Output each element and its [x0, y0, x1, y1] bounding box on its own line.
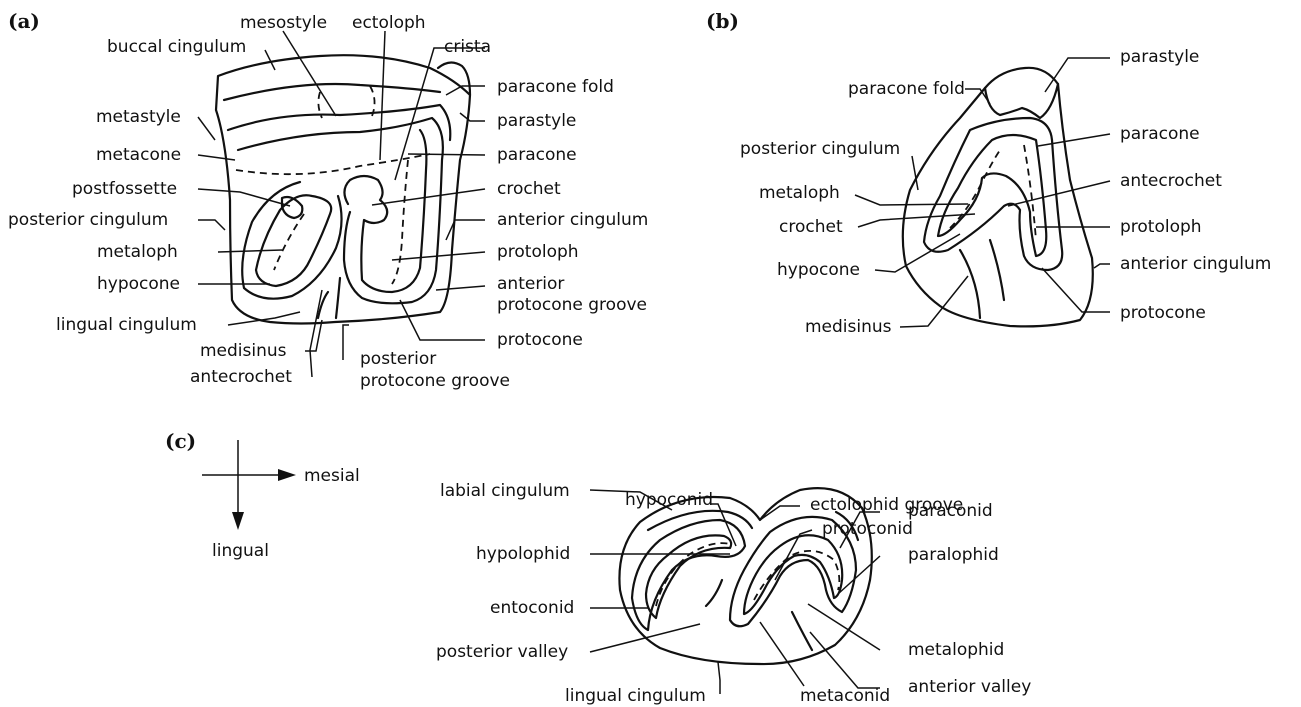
a-medisinus-line	[318, 278, 340, 318]
b-label-medisinus: medisinus	[805, 317, 892, 337]
b-label-paracone: paracone	[1120, 124, 1200, 144]
lingual-arrow-head	[232, 512, 244, 530]
c-leader-metaconid	[760, 622, 804, 686]
panel-b-letter: (b)	[706, 9, 739, 33]
b-label-paracone-fold: paracone fold	[848, 79, 965, 99]
c-label-hypolophid: hypolophid	[476, 544, 570, 564]
a-leader-protoloph	[392, 252, 485, 260]
a-leader-paracone	[408, 154, 485, 155]
a-label-paracone-fold: paracone fold	[497, 77, 614, 97]
c-leader-paralophid	[838, 556, 880, 594]
panel-a-letter: (a)	[8, 9, 40, 33]
c-posterior-lobe-outer	[632, 520, 745, 630]
a-label-crista: crista	[444, 37, 491, 57]
b-leader-parastyle	[1045, 58, 1110, 92]
a-leader-parastyle	[460, 113, 485, 121]
a-protoloph-dash	[392, 160, 408, 284]
c-leader-anterior-valley	[810, 632, 880, 688]
b-label-antecrochet: antecrochet	[1120, 171, 1222, 191]
a-leader-antecrochet	[310, 290, 322, 377]
panel-b-drawing	[903, 68, 1093, 327]
a-label-metastyle: metastyle	[96, 107, 181, 127]
c-label-anterior-valley: anterior valley	[908, 677, 1031, 697]
a-label-metacone: metacone	[96, 145, 181, 165]
a-label-mesostyle: mesostyle	[240, 13, 327, 33]
a-label-parastyle: parastyle	[497, 111, 576, 131]
a-leader-postfossette	[198, 189, 290, 206]
b-outer-outline	[903, 68, 1093, 327]
a-leader-metacone	[198, 155, 235, 160]
a-buccal-cingulum-line	[224, 84, 440, 100]
a-label-protoloph: protoloph	[497, 242, 579, 262]
b-leader-paracone	[1038, 134, 1110, 146]
a-label-lingual-cingulum: lingual cingulum	[56, 315, 197, 335]
a-leader-crochet	[372, 189, 485, 205]
b-leader-crochet	[858, 214, 975, 227]
a-label-posterior-cingulum: posterior cingulum	[8, 210, 168, 230]
b-label-posterior-cingulum: posterior cingulum	[740, 139, 900, 159]
a-label-buccal-cingulum: buccal cingulum	[107, 37, 246, 57]
b-label-protocone: protocone	[1120, 303, 1206, 323]
c-hypolophid-loop	[646, 535, 731, 618]
c-label-paraconid: paraconid	[908, 501, 993, 521]
compass-label-lingual: lingual	[212, 541, 269, 561]
c-valley-line	[706, 580, 812, 650]
c-label-metaconid: metaconid	[800, 686, 890, 706]
b-label-crochet: crochet	[779, 217, 843, 237]
a-leader-metastyle	[198, 117, 215, 140]
a-label-medisinus: medisinus	[200, 341, 287, 361]
c-label-posterior-valley: posterior valley	[436, 642, 568, 662]
b-leader-protocone	[1042, 268, 1110, 312]
b-label-parastyle: parastyle	[1120, 47, 1199, 67]
a-leader-posterior-protocone-groove	[343, 325, 349, 360]
a-leader-anterior-protocone-groove	[436, 286, 485, 290]
a-label-antecrochet: antecrochet	[190, 367, 292, 387]
c-label-labial-cingulum: labial cingulum	[440, 481, 570, 501]
a-label-metaloph: metaloph	[97, 242, 178, 262]
a-label-anterior-cingulum: anterior cingulum	[497, 210, 648, 230]
a-leader-mesostyle	[283, 31, 336, 116]
c-label-hypoconid: hypoconid	[625, 490, 713, 510]
b-label-anterior-cingulum: anterior cingulum	[1120, 254, 1271, 274]
b-medisinus-line	[960, 240, 1004, 318]
a-label-anterior-protocone-groove-1: anterior	[497, 274, 564, 294]
a-leader-anterior-cingulum	[446, 220, 485, 240]
panel-a-leaders	[198, 31, 485, 377]
compass-label-mesial: mesial	[304, 466, 360, 486]
orientation-compass: mesial lingual	[202, 440, 360, 561]
c-label-protoconid: protoconid	[822, 519, 913, 539]
c-hypolophid-dash	[656, 543, 730, 606]
c-leader-lingual-cingulum	[718, 662, 720, 694]
a-leader-metaloph	[218, 250, 282, 252]
c-label-entoconid: entoconid	[490, 598, 574, 618]
b-label-metaloph: metaloph	[759, 183, 840, 203]
panel-c-letter: (c)	[165, 429, 196, 453]
a-leader-buccal-cingulum	[265, 50, 275, 70]
c-label-lingual-cingulum: lingual cingulum	[565, 686, 706, 706]
a-label-protocone: protocone	[497, 330, 583, 350]
c-label-paralophid: paralophid	[908, 545, 999, 565]
c-label-metalophid: metalophid	[908, 640, 1004, 660]
a-label-ectoloph: ectoloph	[352, 13, 426, 33]
a-label-postfossette: postfossette	[72, 179, 177, 199]
a-metaloph-dash	[274, 214, 304, 270]
b-leader-anterior-cingulum	[1094, 264, 1110, 268]
a-central-dash	[236, 154, 430, 174]
panel-b-labels: paracone fold parastyle paracone posteri…	[740, 47, 1271, 337]
a-label-paracone: paracone	[497, 145, 577, 165]
a-leader-posterior-cingulum	[198, 220, 225, 230]
a-label-posterior-protocone-groove-2: protocone groove	[360, 371, 510, 391]
b-leader-hypocone	[875, 234, 960, 272]
a-label-hypocone: hypocone	[97, 274, 180, 294]
b-label-protoloph: protoloph	[1120, 217, 1202, 237]
a-label-anterior-protocone-groove-2: protocone groove	[497, 295, 647, 315]
a-label-crochet: crochet	[497, 179, 561, 199]
b-label-hypocone: hypocone	[777, 260, 860, 280]
a-leader-ectoloph	[380, 31, 385, 160]
mesial-arrow-head	[278, 469, 296, 481]
a-label-posterior-protocone-groove-1: posterior	[360, 349, 436, 369]
